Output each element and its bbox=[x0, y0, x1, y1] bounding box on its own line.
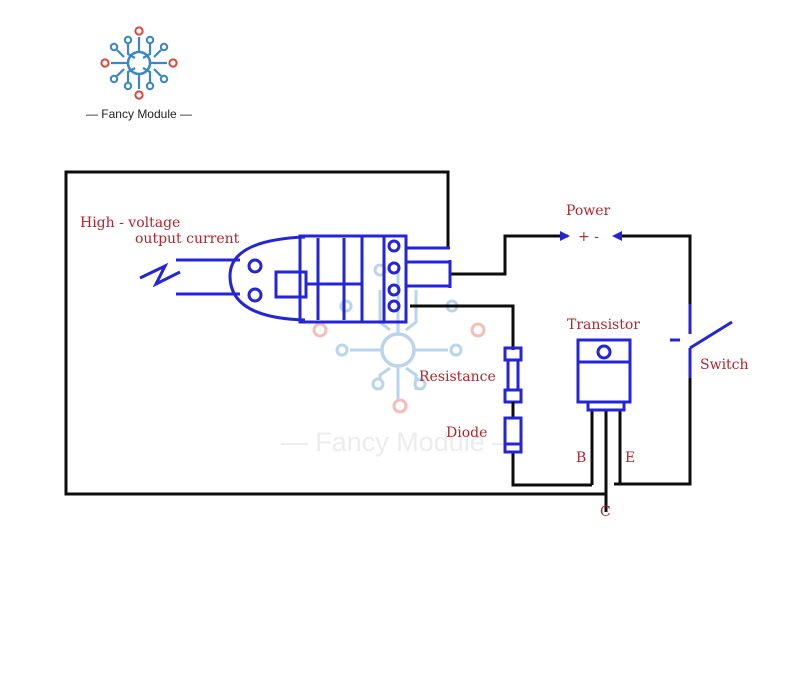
label-output-current: output current bbox=[135, 231, 240, 247]
label-pin-e: E bbox=[625, 450, 635, 466]
watermark-text: — Fancy Module — bbox=[281, 427, 520, 457]
label-power: Power bbox=[566, 203, 611, 219]
logo-text: — Fancy Module — bbox=[86, 107, 192, 121]
label-pin-b: B bbox=[576, 450, 586, 466]
label-switch: Switch bbox=[700, 357, 749, 373]
transistor-symbol bbox=[576, 338, 632, 412]
brand-logo: — Fancy Module — bbox=[86, 26, 192, 121]
label-power-polarity: + - bbox=[578, 229, 599, 245]
high-voltage-output bbox=[139, 258, 240, 296]
circuit-wires bbox=[64, 170, 692, 512]
resistor-symbol bbox=[503, 346, 523, 418]
power-arrows bbox=[560, 231, 622, 241]
diode-symbol bbox=[503, 416, 523, 454]
ignition-coil-module bbox=[228, 234, 452, 324]
switch-symbol bbox=[670, 304, 733, 378]
component-labels: High - voltage output current Power + - … bbox=[80, 203, 749, 520]
label-resistance: Resistance bbox=[419, 369, 496, 385]
label-transistor: Transistor bbox=[567, 317, 640, 333]
label-diode: Diode bbox=[446, 425, 487, 441]
label-pin-c: C bbox=[600, 504, 611, 520]
label-high-voltage: High - voltage bbox=[80, 215, 180, 231]
